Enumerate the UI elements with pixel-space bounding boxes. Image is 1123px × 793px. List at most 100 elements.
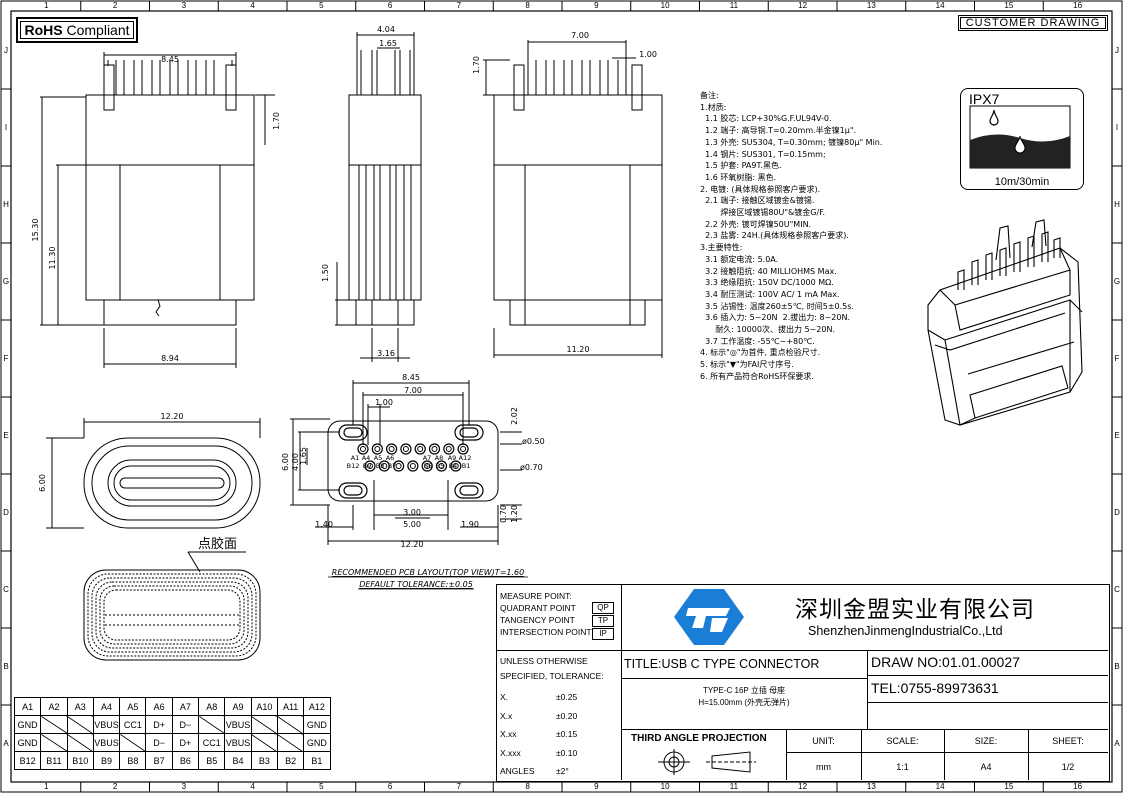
note-line: 2.1 端子: 接触区域镀金&镀锡. [700,196,815,206]
pcb-pin-label: A1 [351,454,360,462]
pin-table-cell: VBUS [224,733,252,752]
dim-front-bottom-width: 8.94 [161,354,179,363]
tolerance-value: ±0.15 [556,729,578,739]
company-name-en: ShenzhenJinmengIndustrialCo.,Ltd [808,624,1003,638]
pin-table-cell [66,715,94,734]
measure-line: QUADRANT POINT [500,603,576,613]
frame-col-label: 16 [1073,1,1083,10]
dim-side-pin-pitch: 1.65 [379,39,397,48]
dim-side-top-width: 4.04 [377,25,395,34]
draw-number: DRAW NO:01.01.00027 [871,654,1020,670]
pcb-pin-label: B5 [436,462,445,470]
note-line: 备注: [700,91,719,100]
pcb-tolerance: DEFAULT TOLERANCE:±0.05 [359,580,473,589]
frame-row-label: D [3,507,9,517]
pcb-pin-label: A9 [448,454,457,462]
front-view [40,52,275,368]
pin-table-cell: VBUS [224,715,252,734]
pin-table-cell: B7 [145,751,173,770]
frame-row-label: E [3,430,9,440]
dim-pcb-100: 1.00 [375,398,393,407]
company-name-cn: 深圳金盟实业有限公司 [795,596,1035,622]
pcb-pin-label: A6 [386,454,395,462]
frame-col-label: 10 [660,1,670,10]
dim-pcb-1220: 12.20 [401,540,424,549]
note-line: 1.2 端子: 高导铜.T=0.20mm.半金镍1μ". [700,126,857,136]
note-line: 1.4 钢片: SUS301, T=0.15mm; [700,149,826,159]
pin-table-cell [40,733,68,752]
pin-table-cell [250,733,278,752]
pin-table-cell: A4 [92,697,121,716]
frame-row-label: D [1114,507,1120,517]
pcb-pin-label: B4 [449,462,458,470]
front-view-pins [103,60,237,111]
dim-rear-top-width: 7.00 [571,31,589,40]
dim-side-bottom-width: 3.16 [377,349,395,358]
frame-col-label: 9 [594,1,599,10]
scale-value: 1:1 [896,762,909,772]
customer-drawing-label: CUSTOMER DRAWING [958,15,1108,31]
tolerance-values: ±0.25±0.20±0.15±0.10±2° [556,688,577,781]
frame-col-label: 12 [798,782,808,791]
tolerance-value: ±2° [556,766,569,776]
pcb-pin-label: B8 [376,462,385,470]
note-line: 3.主要特性: [700,243,743,253]
pin-table-cell: A1 [13,697,42,716]
glue-view [83,551,261,661]
pin-table-cell: D+ [145,715,173,734]
frame-column-ticks [80,1,1044,792]
pin-table-cell [66,733,94,752]
pin-table-cell: A10 [250,697,278,716]
dim-pcb-140: 1.40 [315,520,333,529]
dim-pcb-190: 1.90 [461,520,479,529]
notes-block: 备注:1.材质: 1.1 胶芯: LCP+30%G.F.UL94V-0. 1.2… [700,90,950,383]
frame-col-label: 1 [44,782,49,791]
frame-row-label: F [3,353,9,363]
tolerance-key: ANGLES [500,766,535,776]
isometric-view [927,219,1083,426]
ipx-rating: IPX7 [969,91,1000,107]
dim-pcb-120: 1.20 [510,505,519,523]
size-value: A4 [980,762,992,772]
rohs-text: Compliant [66,22,130,38]
frame-col-label: 16 [1073,782,1083,791]
note-line: 1.6 环氧树脂: 黑色. [700,172,777,182]
pin-table-cell: B2 [276,751,305,770]
note-line: 焊接区域镀锡80U"&镀金G/F. [700,208,826,218]
frame-row-label: I [1115,122,1119,132]
note-line: 1.3 外壳: SUS304, T=0.30mm; 镀镍80μ" Min. [700,137,883,147]
ipx-rating-box: IPX7 10m/30min [960,88,1084,190]
pin-table-cell [250,715,278,734]
frame-row-label: I [4,122,8,132]
side-view [335,32,422,362]
pin-table-cell: B3 [250,751,278,770]
pin-table-cell: GND [13,733,42,752]
end-view [46,418,261,529]
frame-col-label: 6 [387,782,393,791]
frame-col-label: 3 [181,1,187,10]
dim-end-height: 6.00 [38,474,47,492]
size-label: SIZE: [974,736,998,746]
pin-table-cell: A2 [40,697,68,716]
dim-pcb-700: 7.00 [404,386,422,395]
pcb-pin-label: B7 [388,462,397,470]
frame-col-label: 14 [935,782,945,791]
ip-code: IP [592,628,614,640]
frame-row-label: G [2,276,10,286]
pin-table-cell: B5 [198,751,226,770]
tolerance-key: X.xxx [500,747,521,758]
frame-row-label: E [1114,430,1120,440]
note-line: 6. 所有产品符合RoHS环保要求. [700,371,814,381]
measure-line: MEASURE POINT: [500,591,572,601]
pin-table-cell: B11 [40,751,68,770]
note-line: 3.7 工作温度: -55℃~+80℃. [700,336,815,346]
pcb-pin-label: A7 [423,454,432,462]
dim-rear-pin-height: 1.70 [472,56,481,74]
frame-row-label: B [1114,661,1120,671]
frame-col-label: 4 [250,1,255,10]
